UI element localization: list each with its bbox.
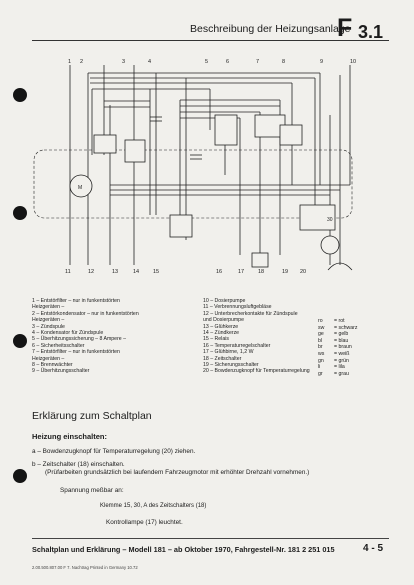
color-key-row: ge = gelb (318, 331, 358, 338)
legend-line: 8 – Brennwächter (32, 362, 73, 369)
color-code: ws (318, 350, 325, 357)
legend-left: 1 – Entstörfilter – nur in funkentstörte… (32, 298, 139, 375)
color-meaning: = rot (334, 318, 345, 324)
footer-title: Schaltplan und Erklärung – Modell 181 – … (32, 545, 335, 554)
legend-line: 15 – Relais (203, 336, 229, 343)
color-key-row: ro = rot (318, 318, 358, 325)
header-title: Beschreibung der Heizungsanlage (190, 23, 351, 35)
print-line: 2.00.500.807.00 F 7. Nachtrag Printed in… (32, 565, 138, 570)
color-meaning: = gelb (334, 331, 349, 338)
color-key-row: ws = weiß (318, 351, 358, 358)
color-key-row: br = braun (318, 344, 358, 351)
klemme-text: Klemme 15, 30, A des Zeitschalters (18) (100, 503, 207, 509)
punch-hole-bottom (13, 469, 27, 483)
legend-line: 18 – Zeitschalter (203, 355, 242, 362)
color-meaning: = braun (334, 344, 352, 351)
diagram-ref-number: 8 (282, 59, 285, 65)
diagram-ref-number: 4 (148, 59, 151, 65)
step-b: b – Zeitschalter (18) einschalten. (32, 461, 125, 468)
header-rule (32, 40, 389, 41)
diagram-ref-number: 17 (238, 269, 244, 275)
color-key-row: bl = blau (318, 338, 358, 345)
color-code: sw (318, 324, 325, 331)
legend-line: 2 – Entstörkondensator – nur in funkents… (32, 310, 139, 317)
test-note: (Prüfarbeiten grundsätzlich bei laufende… (45, 469, 310, 476)
diagram-ref-number: 12 (88, 269, 94, 275)
color-code: gr (318, 370, 323, 377)
section-title: Erklärung zum Schaltplan (32, 410, 152, 422)
punch-hole-top (13, 88, 27, 102)
footer-rule (32, 538, 389, 539)
color-meaning: = weiß (334, 350, 350, 357)
diagram-ref-number: 15 (153, 269, 159, 275)
diagram-ref-number: 16 (216, 269, 222, 275)
color-code: bl (318, 337, 323, 344)
measure-text: Spannung meßbar an: (60, 487, 124, 494)
color-meaning: = lila (334, 364, 345, 371)
legend-line: 11 – Verbrennungsluftgebläse (203, 304, 272, 311)
color-key-row: sw = schwarz (318, 325, 358, 332)
page-number: 4 - 5 (363, 543, 384, 554)
color-meaning: = grün (334, 357, 349, 364)
svg-text:30: 30 (327, 217, 333, 223)
legend-line: 13 – Glühkerze (203, 323, 239, 330)
subsection-title: Heizung einschalten: (32, 432, 108, 441)
color-meaning: = blau (334, 337, 349, 344)
legend-line: 1 – Entstörfilter – nur in funkentstörte… (32, 298, 120, 304)
legend-line: Heizgeräten – (32, 304, 65, 311)
punch-hole-upper (13, 206, 27, 220)
section-number: 3.1 (358, 22, 384, 42)
legend-line: 16 – Temperaturregelschalter (203, 342, 271, 349)
color-code: ro (318, 318, 323, 324)
diagram-ref-number: 9 (320, 59, 323, 65)
step-a: a – Bowdenzugknopf für Temperaturregelun… (32, 448, 196, 455)
legend-line: 4 – Kondensator für Zündspule (32, 330, 104, 337)
diagram-ref-number: 10 (350, 59, 356, 65)
section-letter: F (337, 14, 352, 42)
color-key: ro = rot sw = schwarz ge = gelb bl = blau br = br… (318, 318, 358, 377)
diagram-ref-number: 2 (80, 59, 83, 65)
diagram-ref-number: 11 (65, 269, 71, 275)
legend-line: Heizgeräten – (32, 355, 65, 362)
diagram-ref-number: 19 (282, 269, 288, 275)
color-code: li (318, 364, 321, 371)
legend-line: Heizgeräten – (32, 317, 65, 324)
legend-line: 10 – Dosierpumpe (203, 298, 246, 304)
color-meaning: = schwarz (334, 324, 358, 331)
legend-line: 7 – Entstörfilter – nur in funkentstörte… (32, 349, 120, 356)
punch-hole-lower (13, 334, 27, 348)
diagram-ref-number: 1 (68, 59, 71, 65)
legend-line: 3 – Zündspule (32, 323, 65, 330)
diagram-ref-number: 5 (205, 59, 208, 65)
legend-line: 6 – Sicherheitsschalter (32, 342, 85, 349)
color-key-row: li = lila (318, 364, 358, 371)
diagram-ref-number: 3 (122, 59, 125, 65)
color-code: gn (318, 357, 324, 364)
svg-text:M: M (78, 185, 82, 191)
diagram-ref-number: 6 (226, 59, 229, 65)
legend-line: 17 – Glühbirne, 1,2 W (203, 349, 254, 356)
kontrolllampe-text: Kontrollampe (17) leuchtet. (106, 519, 183, 526)
diagram-ref-number: 14 (133, 269, 139, 275)
legend-line: 12 – Unterbrecherkontakte für Zündspule (203, 310, 298, 317)
diagram-ref-number: 7 (256, 59, 259, 65)
legend-line: 9 – Überhitzungsschalter (32, 368, 90, 375)
diagram-ref-number: 18 (258, 269, 264, 275)
legend-line: 20 – Bowdenzugknopf für Temperaturregelu… (203, 368, 310, 375)
legend-line: 14 – Zündkerze (203, 330, 240, 337)
legend-line: und Dosierpumpe (203, 317, 244, 324)
legend-line: 19 – Sicherungsschalter (203, 362, 259, 369)
diagram-ref-number: 20 (300, 269, 306, 275)
color-meaning: = grau (334, 370, 349, 377)
color-code: br (318, 344, 323, 351)
color-code: ge (318, 331, 324, 338)
legend-line: 5 – Überhitzungssicherung – 8 Ampere – (32, 336, 127, 343)
color-key-row: gr = grau (318, 371, 358, 378)
diagram-ref-number: 13 (112, 269, 118, 275)
color-key-row: gn = grün (318, 358, 358, 365)
